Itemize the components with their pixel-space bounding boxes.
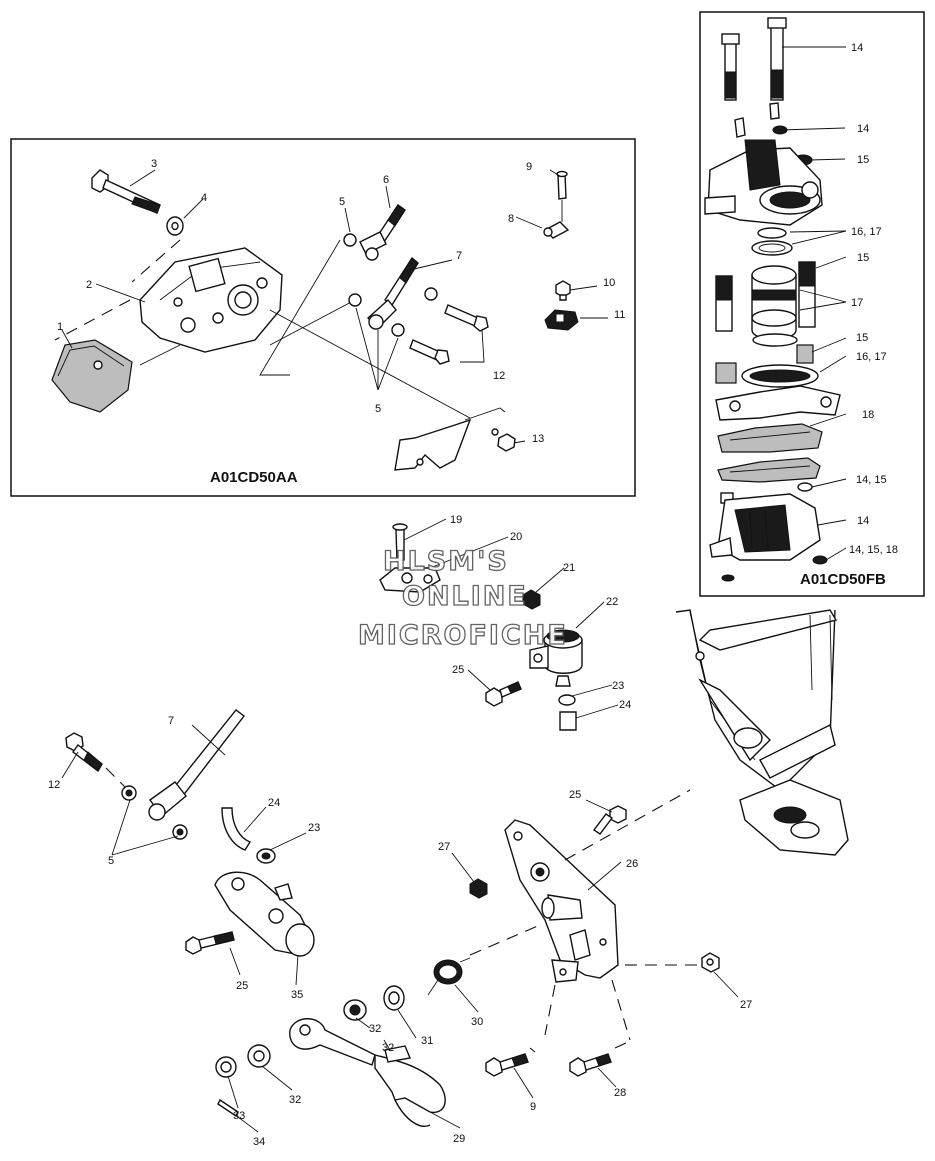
callout-6: 6 [383, 174, 389, 186]
callout-18: 18 [862, 409, 874, 421]
pedal-frame-assembly [451, 609, 849, 1099]
callout-25b: 25 [236, 980, 248, 992]
brake-linkage-assembly [61, 709, 479, 1133]
caliper-body-part [139, 247, 283, 353]
callout-13: 13 [532, 433, 544, 445]
box-left-code: A01CD50AA [210, 469, 298, 486]
callout-7b: 7 [168, 715, 174, 727]
callout-14-15-18: 14, 15, 18 [849, 544, 898, 556]
callout-17: 17 [851, 297, 863, 309]
callout-4: 4 [201, 192, 207, 204]
watermark-line-2: ONLINE [402, 581, 528, 612]
caliper-inset-right [699, 11, 925, 597]
callout-21: 21 [563, 562, 575, 574]
callout-31: 31 [421, 1035, 433, 1047]
callout-5b: 5 [375, 403, 381, 415]
callout-23b: 23 [308, 822, 320, 834]
reservoir-assembly [379, 518, 619, 731]
callout-14c: 14 [857, 515, 869, 527]
caliper-inset-left [10, 138, 636, 497]
callout-16-17b: 16, 17 [856, 351, 887, 363]
callout-14b: 14 [857, 123, 869, 135]
callout-5c: 5 [108, 855, 114, 867]
callout-22: 22 [606, 596, 618, 608]
brake-pad-part [51, 339, 133, 413]
callout-12a: 12 [493, 370, 505, 382]
callout-10: 10 [603, 277, 615, 289]
callout-34: 34 [253, 1136, 265, 1148]
callout-5a: 5 [339, 196, 345, 208]
callout-15b: 15 [857, 252, 869, 264]
callout-33: 33 [233, 1110, 245, 1122]
callout-26: 26 [626, 858, 638, 870]
callout-25a: 25 [452, 664, 464, 676]
callout-9a: 9 [526, 161, 532, 173]
callout-25c: 25 [569, 789, 581, 801]
callout-3: 3 [151, 158, 157, 170]
box-right-code: A01CD50FB [800, 571, 886, 588]
callout-16-17a: 16, 17 [851, 226, 882, 238]
callout-32b: 32 [382, 1042, 394, 1054]
callout-24b: 24 [268, 797, 280, 809]
callout-9b: 9 [530, 1101, 536, 1113]
callout-27b: 27 [740, 999, 752, 1011]
callout-23a: 23 [612, 680, 624, 692]
callout-32c: 32 [289, 1094, 301, 1106]
callout-2: 2 [86, 279, 92, 291]
callout-20: 20 [510, 531, 522, 543]
callout-14a: 14 [851, 42, 863, 54]
callout-24a: 24 [619, 699, 631, 711]
watermark-line-1: HLSM'S [383, 546, 509, 577]
callout-28: 28 [614, 1087, 626, 1099]
callout-32a: 32 [369, 1023, 381, 1035]
callout-8: 8 [508, 213, 514, 225]
callout-7a: 7 [456, 250, 462, 262]
callout-27a: 27 [438, 841, 450, 853]
callout-12b: 12 [48, 779, 60, 791]
callout-35: 35 [291, 989, 303, 1001]
callout-30: 30 [471, 1016, 483, 1028]
callout-14-15: 14, 15 [856, 474, 887, 486]
callout-11: 11 [614, 309, 625, 321]
bolt-3-part [91, 169, 161, 214]
callout-labels: 1 2 3 4 5 6 7 5 12 9 8 10 11 13 A01CD50A… [48, 42, 898, 1148]
callout-29: 29 [453, 1133, 465, 1145]
callout-15c: 15 [856, 332, 868, 344]
callout-19: 19 [450, 514, 462, 526]
watermark: HLSM'S ONLINE MICROFICHE [357, 545, 568, 651]
callout-1: 1 [57, 321, 63, 333]
watermark-line-3: MICROFICHE [358, 620, 568, 651]
callout-15a: 15 [857, 154, 869, 166]
spring-30-part [427, 957, 471, 996]
